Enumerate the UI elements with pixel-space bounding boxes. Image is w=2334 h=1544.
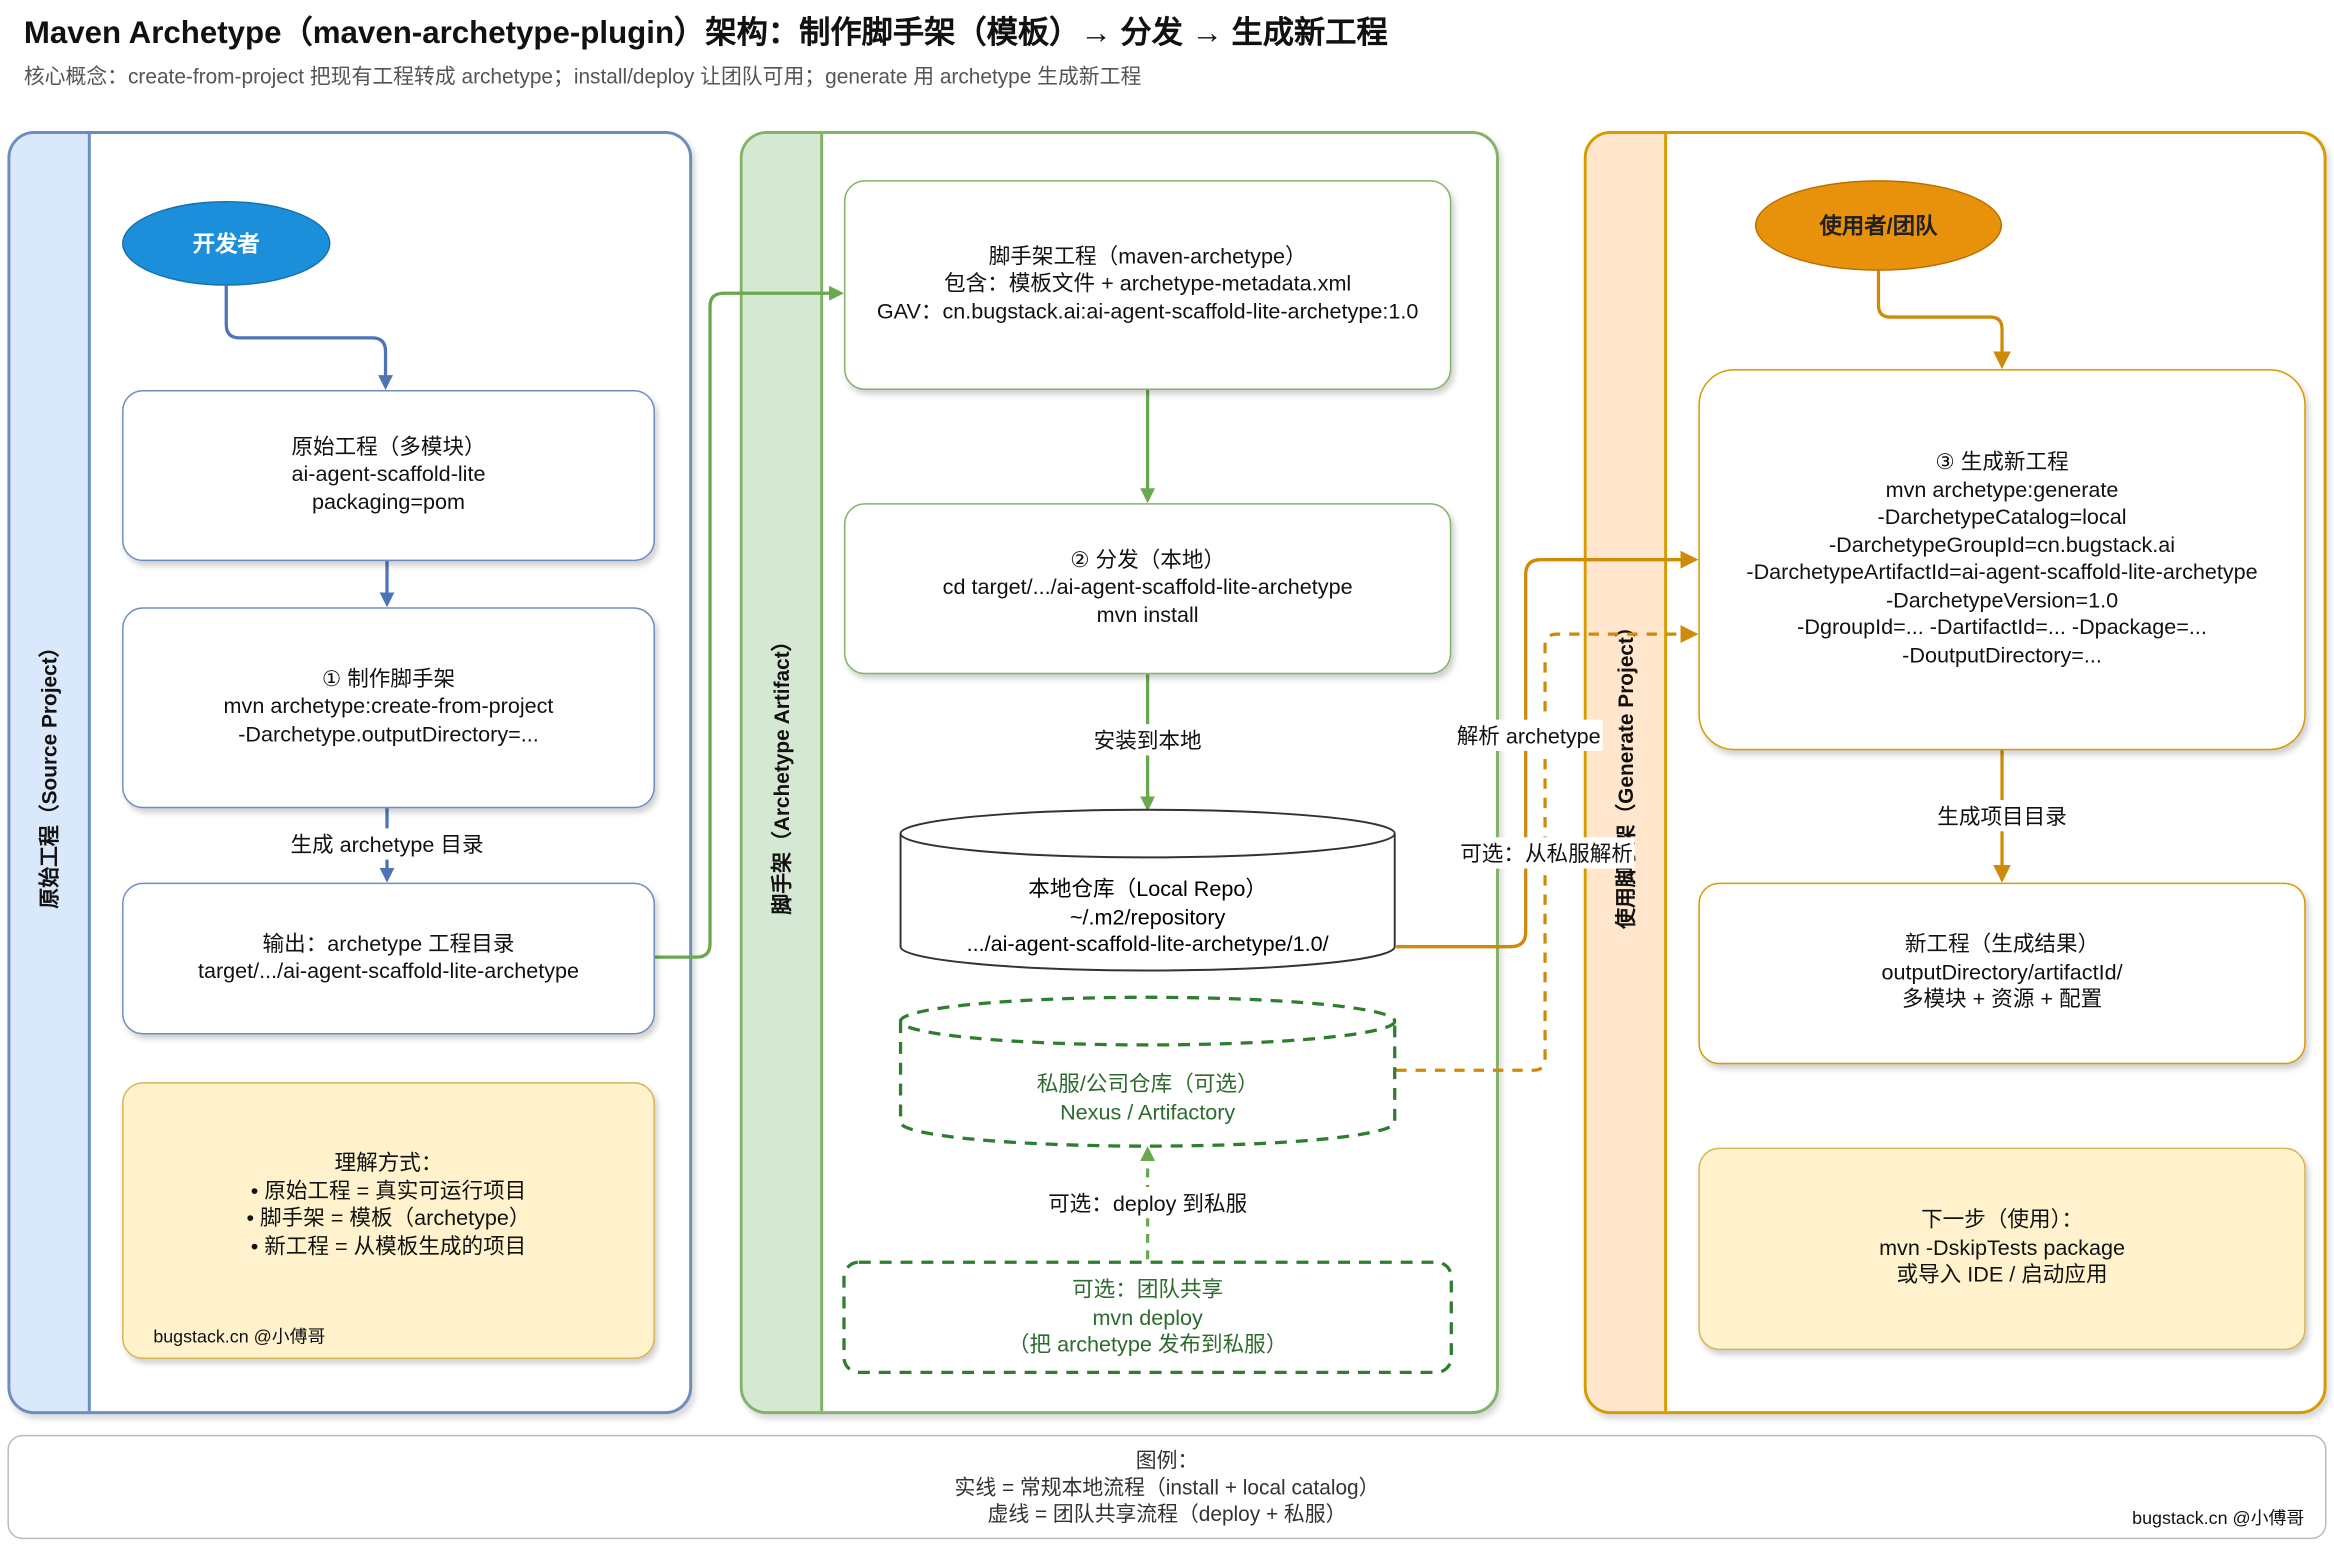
edge-user-to-generate bbox=[1876, 270, 2011, 370]
watermark: bugstack.cn @小傅哥 bbox=[2132, 1507, 2305, 1529]
distribute-local-box: ② 分发（本地） cd target/.../ai-agent-scaffold… bbox=[843, 503, 1452, 675]
note-line: mvn -DskipTests package bbox=[1879, 1236, 2125, 1261]
box-line: 可选：团队共享 bbox=[1072, 1278, 1224, 1303]
box-line: -DarchetypeArtifactId=ai-agent-scaffold-… bbox=[1746, 561, 2258, 585]
box-line: target/.../ai-agent-scaffold-lite-archet… bbox=[197, 960, 580, 984]
edge-label-resolve: 解析 archetype bbox=[1455, 719, 1603, 751]
box-line: ~/.m2/repository bbox=[1069, 905, 1226, 930]
private-repo-text: 私服/公司仓库（可选） Nexus / Artifactory bbox=[901, 1072, 1395, 1127]
note-line: 理解方式： bbox=[334, 1152, 443, 1176]
edge-output-to-archetype bbox=[654, 285, 844, 959]
legend-solid: 实线 = 常规本地流程（install + local catalog） bbox=[954, 1475, 1380, 1499]
box-line: GAV：cn.bugstack.ai:ai-agent-scaffold-lit… bbox=[876, 300, 1419, 325]
page-subtitle: 核心概念：create-from-project 把现有工程转成 archety… bbox=[23, 64, 1142, 88]
understanding-note: 理解方式： • 原始工程 = 真实可运行项目 • 脚手架 = 模板（archet… bbox=[122, 1082, 655, 1360]
note-line: • 原始工程 = 真实可运行项目 bbox=[250, 1179, 527, 1204]
box-line: mvn install bbox=[1096, 603, 1199, 628]
box-line: ① 制作脚手架 bbox=[321, 667, 456, 692]
box-line: .../ai-agent-scaffold-lite-archetype/1.0… bbox=[966, 933, 1329, 958]
local-repo-text: 本地仓库（Local Repo） ~/.m2/repository .../ai… bbox=[901, 877, 1395, 960]
edge-label-generate-dir: 生成 archetype 目录 bbox=[288, 828, 486, 860]
edge-label-resolve-private: 可选：从私服解析 bbox=[1458, 837, 1635, 869]
box-line: mvn archetype:create-from-project bbox=[223, 695, 554, 720]
box-line: 私服/公司仓库（可选） bbox=[1036, 1073, 1259, 1098]
box-line: -DarchetypeVersion=1.0 bbox=[1885, 588, 2119, 613]
note-line: • 新工程 = 从模板生成的项目 bbox=[250, 1234, 527, 1259]
result-project-box: 新工程（生成结果） outputDirectory/artifactId/ 多模… bbox=[1698, 882, 2306, 1065]
box-line: （把 archetype 发布到私服） bbox=[1007, 1333, 1288, 1358]
box-line: 包含：模板文件 + archetype-metadata.xml bbox=[944, 272, 1352, 297]
developer-node: 开发者 bbox=[122, 200, 331, 286]
box-line: -DarchetypeCatalog=local bbox=[1877, 506, 2127, 530]
local-repo-cylinder bbox=[899, 808, 1396, 972]
box-line: cd target/.../ai-agent-scaffold-lite-arc… bbox=[942, 576, 1353, 601]
box-line: Nexus / Artifactory bbox=[1060, 1100, 1236, 1125]
box-line: mvn deploy bbox=[1092, 1306, 1203, 1330]
edge-label-deploy: 可选：deploy 到私服 bbox=[1046, 1187, 1249, 1219]
box-line: 多模块 + 资源 + 配置 bbox=[1901, 988, 2103, 1013]
edge-label-project-dir: 生成项目目录 bbox=[1935, 800, 2069, 832]
page-title: Maven Archetype（maven-archetype-plugin）架… bbox=[23, 16, 1388, 51]
team-share-text: 可选：团队共享 mvn deploy （把 archetype 发布到私服） bbox=[844, 1277, 1451, 1360]
legend-title: 图例： bbox=[1135, 1448, 1199, 1473]
next-step-note: 下一步（使用）： mvn -DskipTests package 或导入 IDE… bbox=[1698, 1147, 2306, 1351]
lane-header: 脚手架（Archetype Artifact） bbox=[742, 133, 824, 1412]
box-line: -DarchetypeGroupId=cn.bugstack.ai bbox=[1828, 533, 2176, 558]
box-line: 输出：archetype 工程目录 bbox=[262, 932, 515, 957]
user-team-node: 使用者/团队 bbox=[1754, 180, 2003, 271]
box-line: mvn archetype:generate bbox=[1885, 478, 2119, 503]
edge-developer-to-original bbox=[224, 285, 393, 390]
team-share-box bbox=[842, 1260, 1453, 1375]
box-line: -Darchetype.outputDirectory=... bbox=[238, 723, 539, 747]
box-line: outputDirectory/artifactId/ bbox=[1881, 961, 2123, 986]
legend-box: 图例： 实线 = 常规本地流程（install + local catalog）… bbox=[7, 1434, 2327, 1540]
create-archetype-box: ① 制作脚手架 mvn archetype:create-from-projec… bbox=[122, 607, 655, 809]
box-line: 脚手架工程（maven-archetype） bbox=[988, 245, 1307, 270]
note-line: 下一步（使用）： bbox=[1921, 1209, 2083, 1233]
box-line: packaging=pom bbox=[311, 490, 465, 515]
output-dir-box: 输出：archetype 工程目录 target/.../ai-agent-sc… bbox=[122, 882, 655, 1035]
edge-local-repo-to-generate bbox=[1396, 550, 1699, 949]
lane-header: 使用脚手架（Generate Project） bbox=[1586, 133, 1668, 1412]
box-line: -DgroupId=... -DartifactId=... -Dpackage… bbox=[1797, 616, 2207, 641]
lane-header: 原始工程（Source Project） bbox=[10, 133, 91, 1412]
box-line: ③ 生成新工程 bbox=[1935, 451, 2069, 475]
box-line: 本地仓库（Local Repo） bbox=[1028, 878, 1267, 903]
box-line: 原始工程（多模块） bbox=[291, 435, 486, 460]
box-line: -DoutputDirectory=... bbox=[1902, 643, 2102, 668]
legend-dashed: 虚线 = 团队共享流程（deploy + 私服） bbox=[987, 1501, 1347, 1526]
watermark: bugstack.cn @小傅哥 bbox=[153, 1325, 326, 1347]
box-line: ② 分发（本地） bbox=[1070, 548, 1226, 573]
note-line: 或导入 IDE / 启动应用 bbox=[1896, 1264, 2108, 1288]
box-line: 新工程（生成结果） bbox=[1904, 933, 2100, 958]
note-line: • 脚手架 = 模板（archetype） bbox=[246, 1207, 531, 1231]
generate-project-box: ③ 生成新工程 mvn archetype:generate -Darchety… bbox=[1698, 369, 2306, 751]
private-repo-cylinder bbox=[898, 995, 1397, 1148]
original-project-box: 原始工程（多模块） ai-agent-scaffold-lite packagi… bbox=[122, 389, 655, 562]
box-line: ai-agent-scaffold-lite bbox=[291, 463, 486, 488]
edge-private-repo-to-generate bbox=[1396, 625, 1699, 1072]
archetype-project-box: 脚手架工程（maven-archetype） 包含：模板文件 + archety… bbox=[843, 180, 1452, 390]
edge-label-install-local: 安装到本地 bbox=[1092, 724, 1204, 756]
